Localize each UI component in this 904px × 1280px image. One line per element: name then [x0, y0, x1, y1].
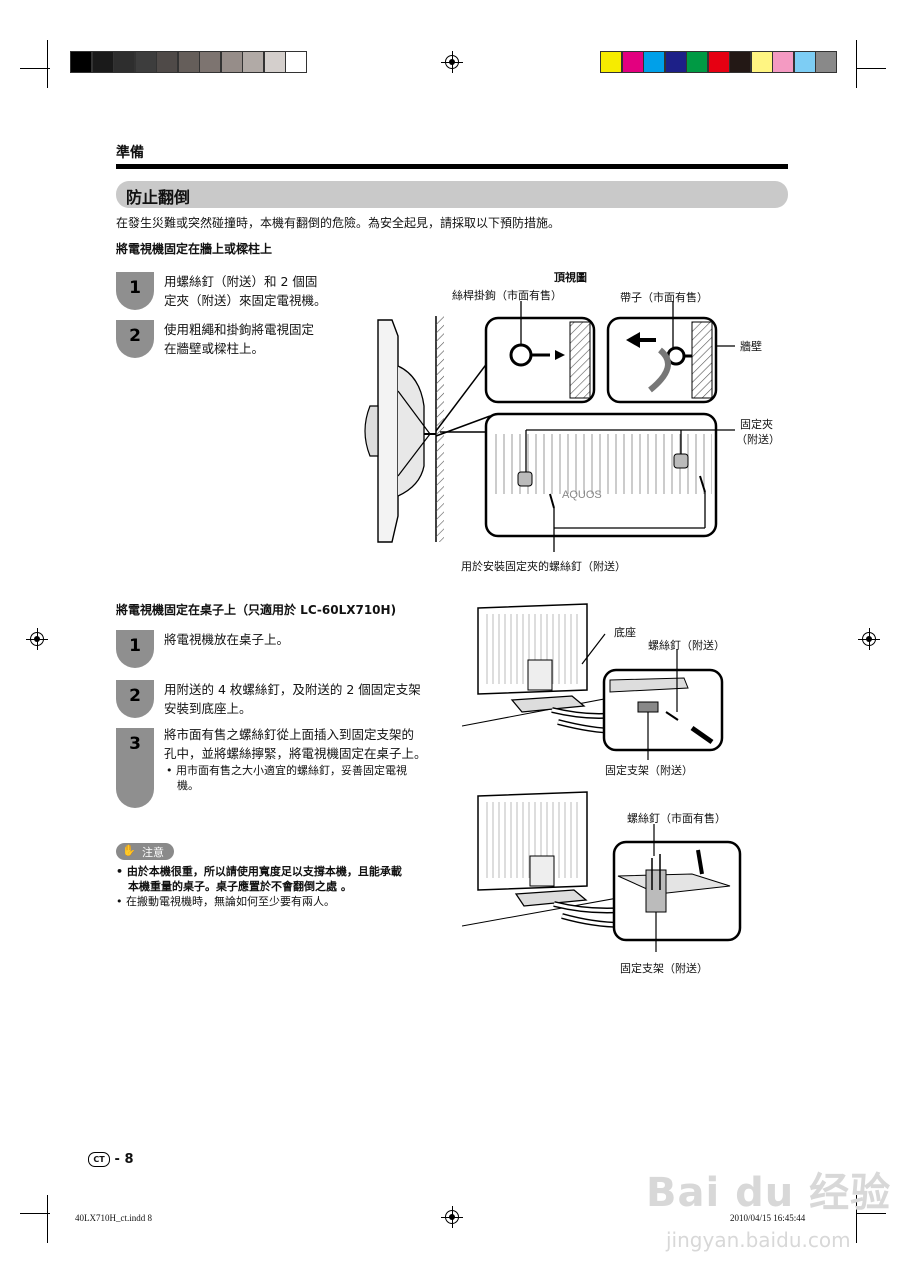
- caution-badge: ✋ 注意: [116, 843, 174, 860]
- gray-swatch: [285, 51, 307, 73]
- gray-swatch: [91, 51, 114, 73]
- footer-timestamp: 2010/04/15 16:45:44: [730, 1213, 806, 1223]
- caution-item: • 在搬動電視機時，無論如何至少要有兩人。: [116, 895, 335, 908]
- color-swatch: [600, 51, 622, 73]
- wall-step-1: 用螺絲釘（附送）和 2 個固定夾（附送）來固定電視機。: [164, 274, 327, 308]
- watermark-url: jingyan.baidu.com: [666, 1228, 851, 1252]
- crop-mark: [856, 1213, 886, 1214]
- registration-mark-icon: [441, 51, 463, 73]
- crop-mark: [856, 1195, 857, 1243]
- gray-swatch: [134, 51, 157, 73]
- crop-mark: [20, 1213, 50, 1214]
- table-step-3: 將市面有售之螺絲釘從上面插入到固定支架的孔中，並將螺絲擰緊，將電視機固定在桌子上…: [164, 727, 427, 761]
- stand-label: 底座: [614, 626, 636, 639]
- registration-mark-icon: [858, 628, 880, 650]
- eyebolt-label: 絲桿掛鉤（市面有售）: [452, 289, 562, 302]
- title-bar: [116, 181, 788, 208]
- color-swatch: [750, 51, 773, 73]
- crop-mark: [47, 1195, 48, 1243]
- intro-text: 在發生災難或突然碰撞時，本機有翻倒的危險。為安全起見，請採取以下預防措施。: [116, 216, 561, 230]
- clamp-label-sub: （附送）: [736, 433, 780, 446]
- color-swatch: [729, 51, 751, 73]
- crop-mark: [856, 40, 857, 88]
- registration-mark-icon: [26, 628, 48, 650]
- wall-mount-diagram: AQUOS: [364, 301, 735, 552]
- gray-swatch: [220, 51, 243, 73]
- gray-swatch: [113, 51, 135, 73]
- table-step-2: 用附送的 4 枚螺絲釘，及附送的 2 個固定支架安裝到底座上。: [164, 682, 421, 716]
- color-swatch: [643, 51, 665, 73]
- clamp-screw-label: 用於安裝固定夾的螺絲釘（附送）: [461, 560, 626, 573]
- wall-label: 牆壁: [740, 340, 762, 353]
- page-title: 防止翻倒: [126, 188, 191, 207]
- wall-step-2: 使用粗繩和掛鉤將電視固定在牆壁或樑柱上。: [164, 322, 315, 356]
- hand-icon: ✋: [122, 844, 136, 857]
- stand-bracket-diagram: [462, 603, 724, 760]
- brand-logo: AQUOS: [562, 489, 602, 501]
- step-badge: 2: [116, 320, 154, 358]
- gray-swatch: [177, 51, 200, 73]
- step-badge: 2: [116, 680, 154, 718]
- section-title: 準備: [116, 145, 144, 161]
- color-swatch: [686, 51, 708, 73]
- color-swatch: [793, 51, 816, 73]
- bracket-label-2: 固定支架（附送）: [620, 962, 708, 975]
- table-fix-diagram: [462, 791, 742, 952]
- gray-swatch: [70, 51, 92, 73]
- crop-mark: [20, 68, 50, 69]
- clamp-label: 固定夾: [740, 418, 773, 431]
- step-badge: 3: [116, 728, 154, 808]
- header-rule: [116, 164, 788, 169]
- color-swatch: [621, 51, 644, 73]
- top-view-label: 頂視圖: [554, 271, 587, 284]
- color-swatch: [664, 51, 687, 73]
- gray-swatch: [199, 51, 221, 73]
- color-swatch: [707, 51, 730, 73]
- gray-swatch: [242, 51, 264, 73]
- strap-label: 帶子（市面有售）: [620, 291, 708, 304]
- gray-swatch: [263, 51, 286, 73]
- table-heading: 將電視機固定在桌子上（只適用於 LC-60LX710H): [116, 603, 397, 617]
- commercial-screw-label: 螺絲釘（市面有售）: [627, 812, 726, 825]
- watermark-logo: Bai du 经验: [646, 1170, 892, 1216]
- step-badge: 1: [116, 272, 154, 310]
- step3-note: • 用市面有售之大小適宜的螺絲釘，妥善固定電視 機。: [166, 764, 407, 792]
- language-badge: CT: [88, 1152, 110, 1167]
- step-badge: 1: [116, 630, 154, 668]
- crop-mark: [856, 68, 886, 69]
- registration-mark-icon: [441, 1206, 463, 1228]
- color-swatch: [815, 51, 837, 73]
- table-step-1: 將電視機放在桌子上。: [164, 632, 290, 647]
- crop-mark: [47, 40, 48, 88]
- footer-file: 40LX710H_ct.indd 8: [75, 1213, 152, 1223]
- color-swatch: [772, 51, 794, 73]
- bracket-label: 固定支架（附送）: [605, 764, 693, 777]
- supplied-screw-label: 螺絲釘（附送）: [648, 639, 725, 652]
- page-number: CT - 8: [88, 1152, 134, 1167]
- caution-item: • 由於本機很重，所以請使用寬度足以支撐本機，且能承載 本機重量的桌子。桌子應置…: [116, 865, 402, 893]
- gray-swatch: [156, 51, 178, 73]
- wall-heading: 將電視機固定在牆上或樑柱上: [116, 242, 273, 256]
